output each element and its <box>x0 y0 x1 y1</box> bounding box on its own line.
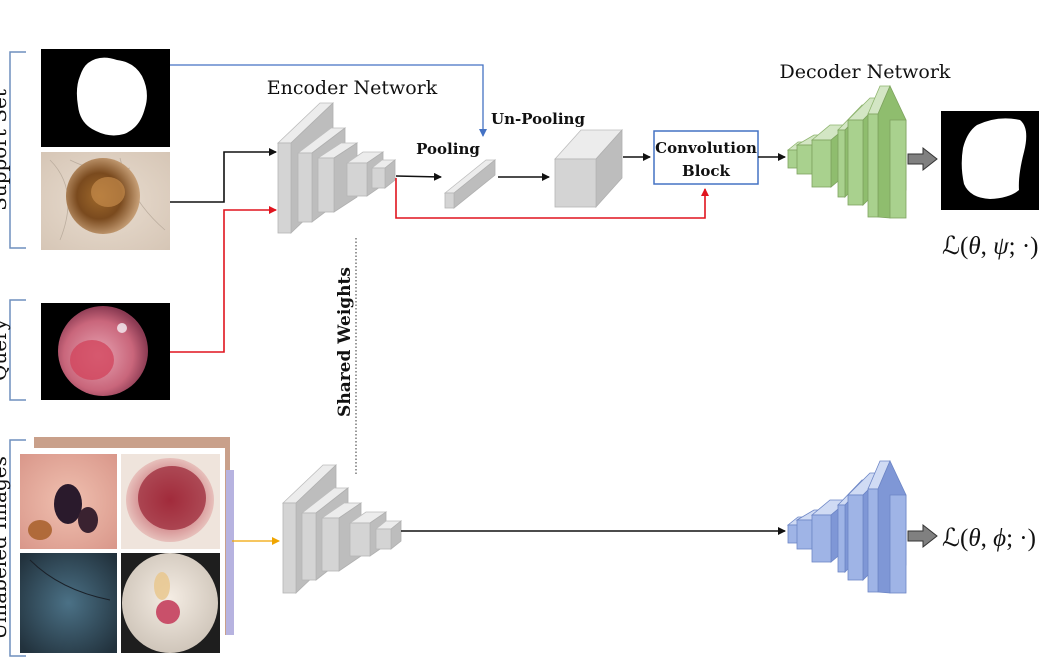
convolution-block-line1: Convolution <box>655 139 757 157</box>
support-mask-image <box>41 49 170 147</box>
shared-weights-label: Shared Weights <box>335 267 355 417</box>
encoder-skip-connection-arrow <box>395 178 709 219</box>
encoder-title: Encoder Network <box>267 77 438 99</box>
pooling-block <box>443 159 497 209</box>
bottom-output-arrow <box>907 523 938 549</box>
unlabeled-image-1 <box>20 454 117 549</box>
unlabeled-image-2 <box>121 454 220 549</box>
unlabeled-image-3 <box>20 553 117 653</box>
top-output-arrow <box>907 146 938 172</box>
convolution-block-line2: Block <box>682 162 731 180</box>
query-image <box>41 303 170 400</box>
mask-to-unpooling-arrow <box>170 64 487 137</box>
support-set-bracket: Support Set <box>0 51 26 249</box>
pooling-label: Pooling <box>416 140 480 158</box>
unlabeled-bracket: Unlabeled Images <box>0 439 26 657</box>
top-encoder-network <box>277 102 397 234</box>
top-decoder-network <box>786 85 907 219</box>
support-set-label: Support Set <box>0 89 11 211</box>
unlabeled-image-4 <box>121 553 220 653</box>
unlabeled-images-label: Unlabeled Images <box>0 456 11 640</box>
bottom-encoder-network <box>281 464 403 594</box>
unlabeled-images-grid <box>20 437 234 655</box>
unpooling-block <box>554 128 623 209</box>
query-to-encoder-arrow <box>170 206 277 353</box>
output-mask-image <box>941 111 1039 210</box>
query-bracket: Query <box>0 299 26 401</box>
query-label: Query <box>0 318 11 381</box>
bottom-decoder-network <box>786 460 907 594</box>
decoder-title: Decoder Network <box>780 61 951 83</box>
convolution-block: Convolution Block <box>653 130 759 185</box>
loss-support-text: ℒ(θ, ψ; ·) <box>942 233 1039 260</box>
encoder-to-pooling-arrow <box>395 172 442 181</box>
support-skin-image <box>41 152 170 250</box>
support-to-encoder-arrow <box>170 148 277 203</box>
unpooling-label: Un-Pooling <box>491 110 585 128</box>
loss-unlabeled-text: ℒ(θ, ϕ; ·) <box>942 525 1036 552</box>
